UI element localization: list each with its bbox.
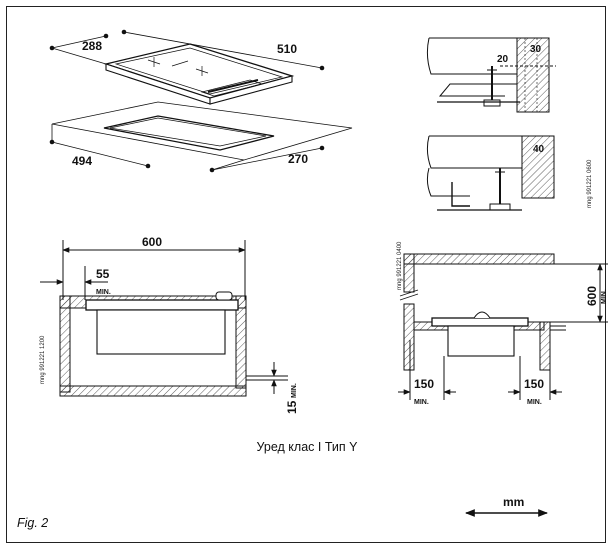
cutout-isometric <box>51 101 353 161</box>
dimension-lines-iso <box>51 31 323 171</box>
dim-rear-clearance: 55 <box>96 267 110 281</box>
fixing-detail-top <box>426 37 556 113</box>
dim-cutout-depth: 270 <box>288 152 308 166</box>
dim-left-clearance: 150 <box>414 377 434 391</box>
dim-bottom-gap: 15 <box>285 400 299 414</box>
dim-cutout-width: 494 <box>72 154 92 168</box>
fixing-detail-bottom <box>426 135 555 211</box>
dim-bracket-offset: 20 <box>497 54 509 65</box>
isometric-view <box>49 29 353 173</box>
code-detail: mng 991221 0600 <box>587 159 593 208</box>
dim-top-clearance-min: MIN. <box>601 289 608 304</box>
figure-label: Fig. 2 <box>17 516 49 530</box>
dim-hob-width: 510 <box>277 42 297 56</box>
dim-left-clearance-min: MIN. <box>414 399 429 406</box>
dim-top-thickness-a: 30 <box>530 44 542 55</box>
hob-isometric <box>103 43 295 105</box>
caption: Уред клас I Тип Y <box>256 440 358 454</box>
dim-overall-width: 600 <box>142 235 162 249</box>
front-section <box>40 240 288 397</box>
code-side-section: mng 991221 0400 <box>397 241 403 290</box>
dim-top-thickness-b: 40 <box>533 144 545 155</box>
side-section <box>398 253 608 400</box>
dim-hob-depth: 288 <box>82 39 102 53</box>
dimension-points <box>49 29 325 173</box>
dim-top-clearance: 600 <box>585 286 599 306</box>
unit-label: mm <box>503 495 525 509</box>
dim-right-clearance: 150 <box>524 377 544 391</box>
dim-bottom-gap-min: MIN. <box>291 383 298 398</box>
dim-rear-clearance-min: MIN. <box>96 289 111 296</box>
figure-frame <box>6 6 606 543</box>
code-front-section: mng 991221 1200 <box>40 335 46 384</box>
dim-right-clearance-min: MIN. <box>527 399 542 406</box>
